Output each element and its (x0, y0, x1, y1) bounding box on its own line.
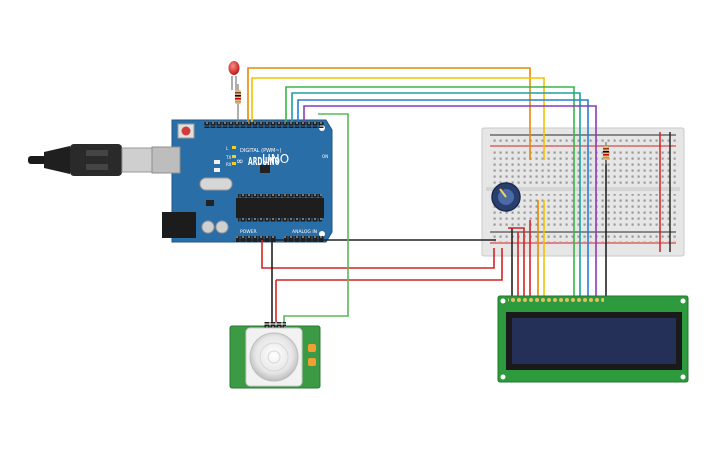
wire-green (285, 86, 575, 300)
pir-dome (249, 332, 299, 382)
wire-teal (291, 92, 581, 300)
usb-jack (151, 146, 181, 174)
capacitor (215, 220, 229, 234)
led-resistor (235, 84, 241, 122)
usb-cable-end (28, 156, 46, 164)
usb-plug-body (70, 144, 122, 176)
power-jack (162, 212, 196, 238)
pir-pot (308, 358, 316, 366)
lcd-pin-header (508, 298, 604, 306)
analog-header (284, 236, 324, 242)
wire-5v (261, 240, 495, 269)
power-rail-bottom (490, 234, 676, 242)
breadboard (481, 127, 685, 257)
led-label-rx: RX (226, 162, 232, 167)
wire-blue (297, 99, 589, 300)
breadboard-resistor (603, 142, 609, 164)
pir-pot (308, 344, 316, 352)
center-channel (486, 187, 680, 191)
uno-label: UNO (262, 152, 289, 166)
pir-sensor (229, 322, 321, 389)
wire-purple (303, 105, 597, 300)
wire-pir-signal (283, 113, 349, 322)
wires (236, 67, 607, 322)
usb-plug-metal (121, 147, 155, 173)
infinity-logo: ∞ (236, 157, 244, 167)
power-label: POWER (240, 229, 257, 235)
arduino-uno: DIGITAL (PWM~) ARDUINO UNO ∞ POWER ANALO… (151, 119, 333, 243)
on-label: ON (322, 154, 328, 159)
usb-cable (28, 144, 155, 176)
power-rail-top (490, 137, 676, 145)
analog-label: ANALOG IN (292, 229, 317, 235)
led-dome (228, 61, 240, 75)
arduino-logo: ARDUINO (248, 156, 280, 168)
atmega-chip (236, 198, 324, 218)
led-label-tx: TX (225, 155, 231, 160)
digital-label: DIGITAL (PWM~) (240, 148, 282, 154)
power-header (236, 236, 276, 242)
terminal-strip-top (490, 150, 676, 184)
pir-pins (264, 322, 286, 328)
capacitor (201, 220, 215, 234)
lcd-screen (512, 318, 676, 364)
led-label-l: L (226, 146, 229, 151)
potentiometer (491, 182, 521, 212)
digital-header (204, 122, 324, 128)
crystal (199, 177, 233, 191)
terminal-strip-bottom (490, 194, 676, 228)
pot-indicator (499, 188, 507, 198)
usb-strain-relief (44, 146, 70, 174)
wire-yellow (251, 77, 545, 160)
wire-orange (247, 67, 531, 160)
lcd-16x2 (497, 295, 689, 383)
